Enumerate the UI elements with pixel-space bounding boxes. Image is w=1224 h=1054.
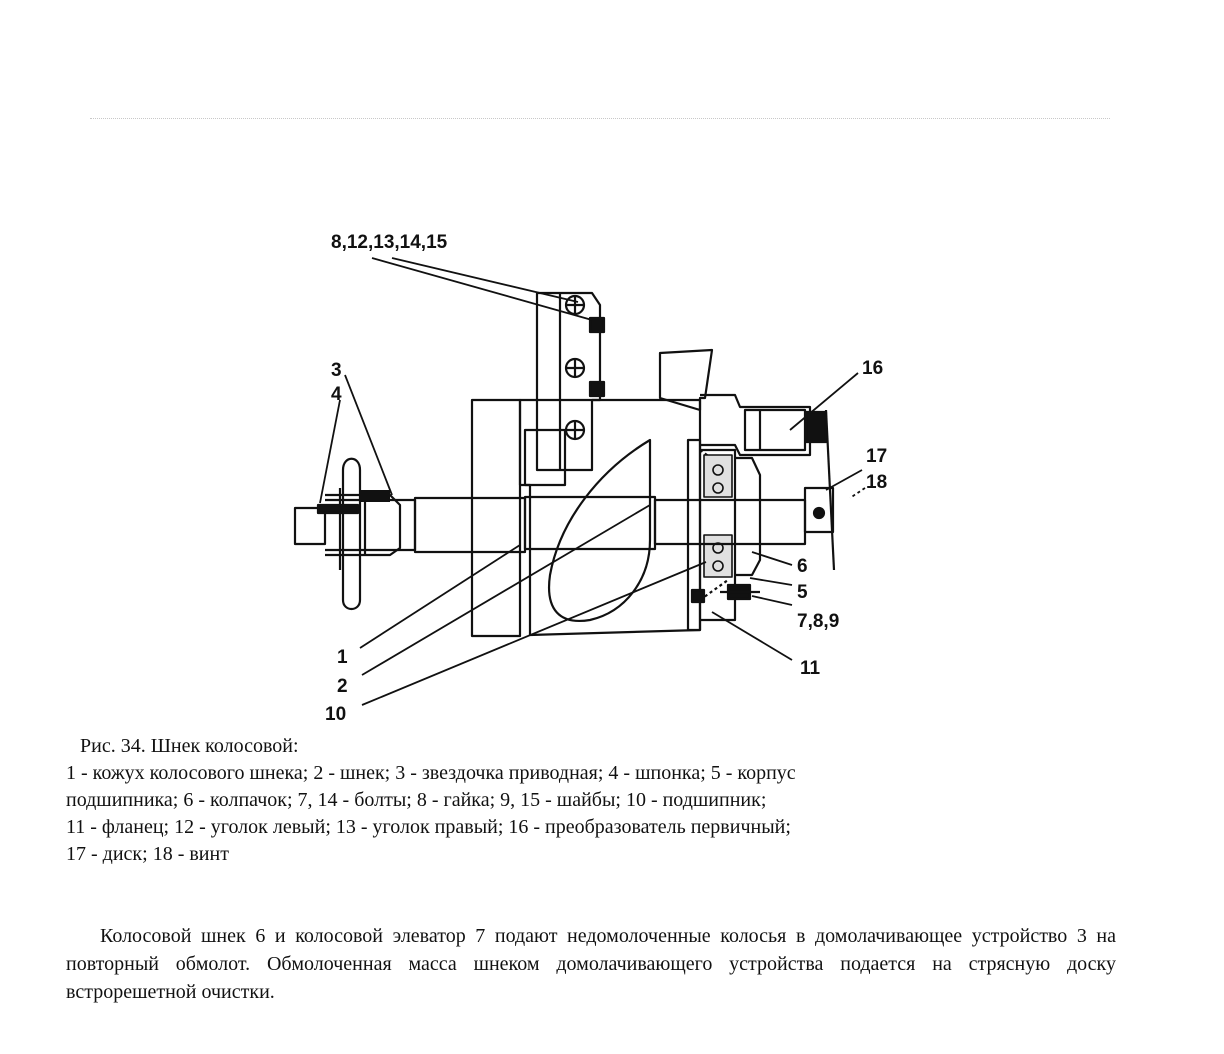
drive-sprocket [325,457,402,611]
callout-10: 10 [325,704,346,725]
bearing [703,454,733,578]
auger-casing [518,398,702,637]
callout-6: 6 [797,556,808,577]
caption-title: Рис. 34. Шнек колосовой: [80,735,299,757]
bearing-cap [735,456,762,577]
top-rule [90,118,1110,119]
bracket-bolts [564,294,606,441]
auger-flight [547,438,652,622]
auger-assembly-drawing: 8,12,13,14,15 3 4 16 17 18 6 5 7,8,9 11 … [293,232,887,725]
callout-1: 1 [337,647,348,668]
callout-3: 3 [331,360,342,381]
callout-17: 17 [866,446,887,467]
callout-18: 18 [866,472,887,493]
flange-bolts [690,583,760,604]
key [316,503,360,515]
sensor-housing [700,393,836,571]
callout-2: 2 [337,676,348,697]
upper-housing [658,348,714,412]
caption-line: подшипника; 6 - колпачок; 7, 14 - болты;… [66,789,767,811]
callout-7-8-9: 7,8,9 [797,611,839,632]
end-plate [470,398,522,638]
leader-lines [319,257,866,706]
callout-5: 5 [797,582,808,603]
caption-line: 1 - кожух колосового шнека; 2 - шнек; 3 … [66,762,796,784]
caption-line: 11 - фланец; 12 - уголок левый; 13 - уго… [66,816,791,838]
callout-fasteners: 8,12,13,14,15 [331,232,448,253]
callout-16: 16 [862,358,883,379]
sensor-disc [803,486,835,534]
callout-11: 11 [800,658,821,679]
body-paragraph: Колосовой шнек 6 и колосовой элеватор 7 … [66,925,1116,1003]
figure-caption: Рис. 34. Шнек колосовой: 1 - кожух колос… [66,733,1166,868]
callout-4: 4 [331,384,342,405]
shaft [293,495,807,554]
caption-line: 17 - диск; 18 - винт [66,843,229,865]
flange-plate [686,438,737,632]
